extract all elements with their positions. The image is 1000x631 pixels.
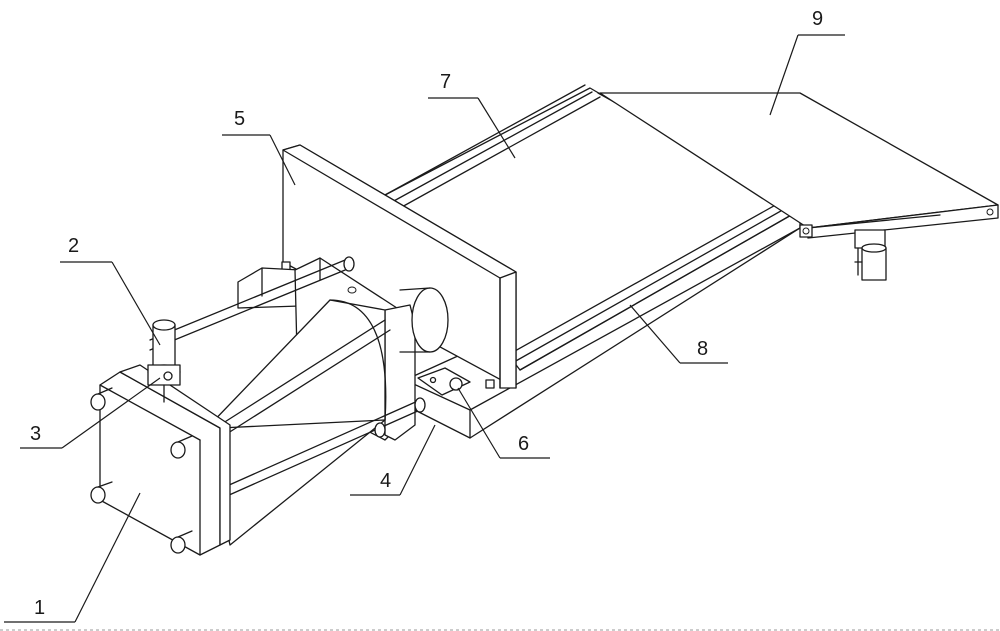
label-5: 5 — [234, 108, 245, 130]
label-4: 4 — [380, 470, 391, 492]
cylinder-bracket — [238, 268, 300, 308]
label-7: 7 — [440, 71, 451, 93]
label-9: 9 — [812, 8, 823, 30]
label-6: 6 — [518, 433, 529, 455]
label-8: 8 — [697, 338, 708, 360]
label-3: 3 — [30, 423, 41, 445]
label-2: 2 — [68, 235, 79, 257]
label-1: 1 — [34, 597, 45, 619]
